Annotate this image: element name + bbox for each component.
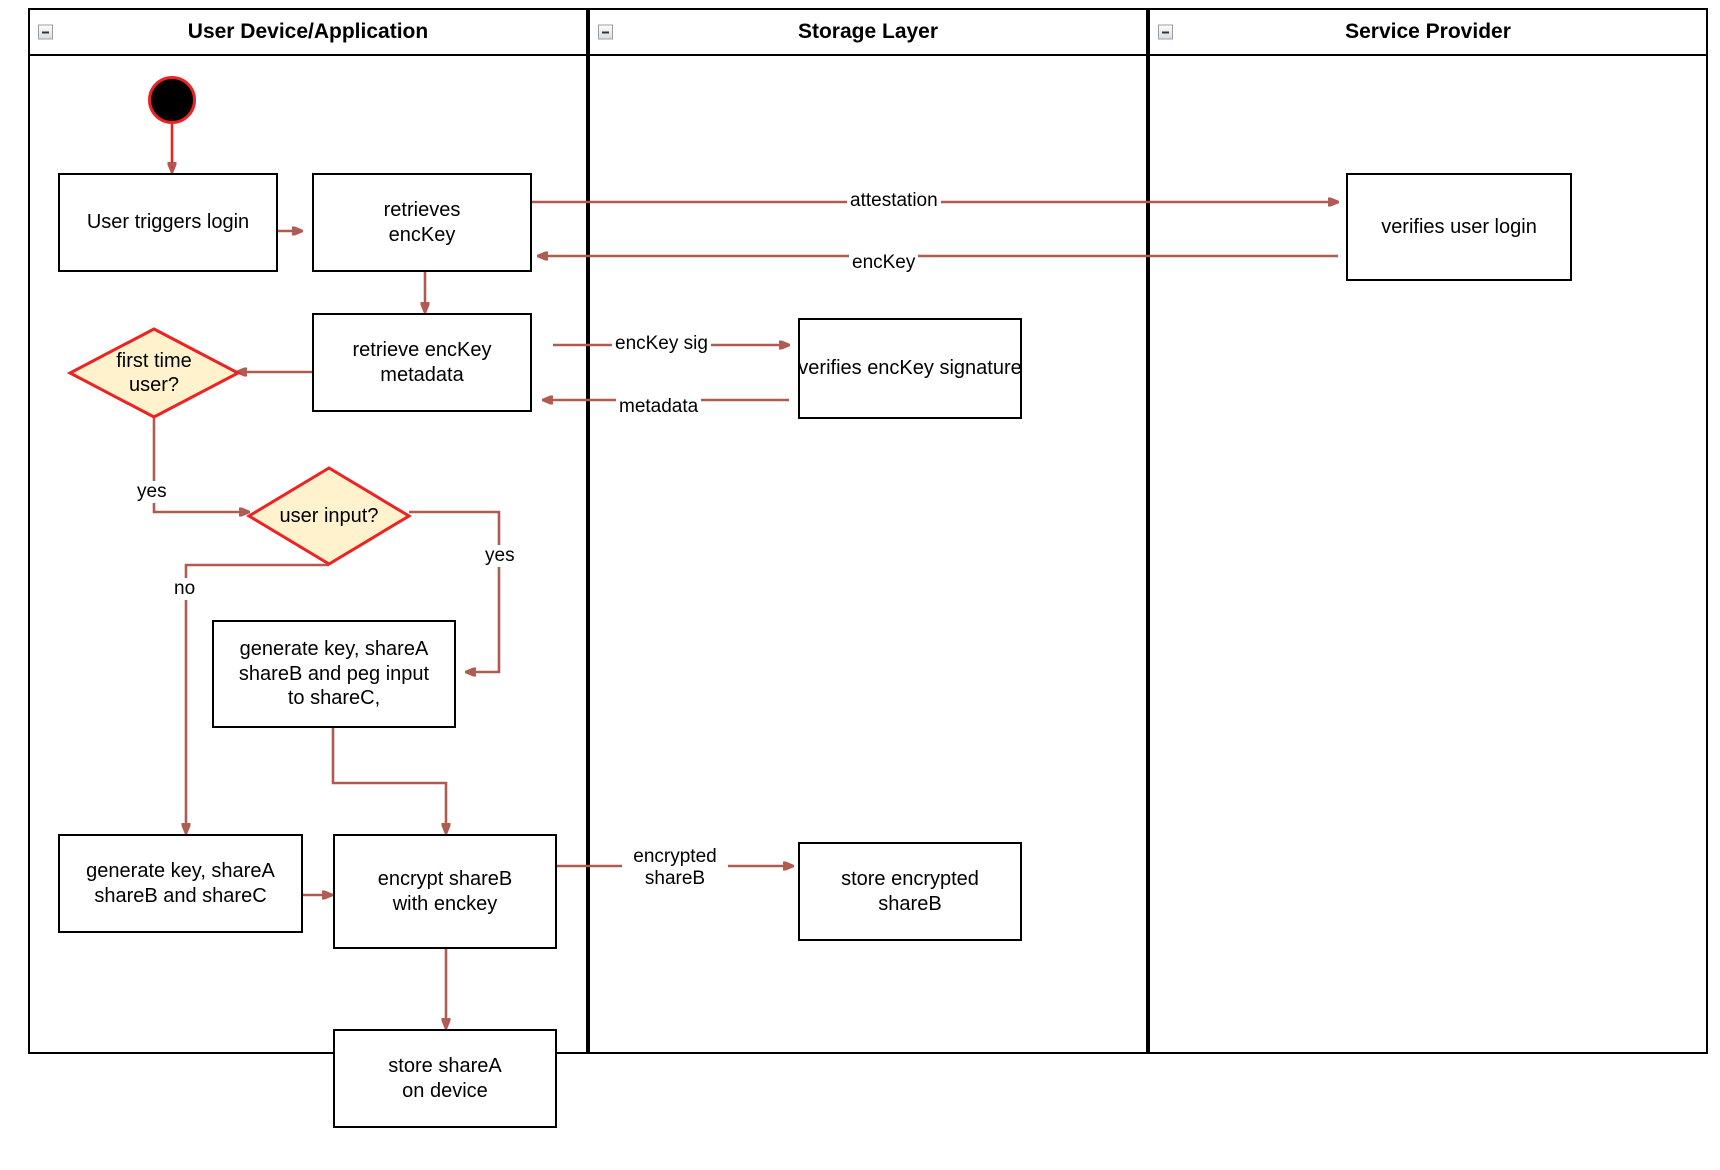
node-first-time-user-label: first time user? [116, 349, 192, 396]
node-user-triggers-login[interactable]: User triggers login [58, 173, 278, 272]
edge-label-enckey-sig: encKey sig [612, 333, 711, 356]
lane-header-storage-layer[interactable]: Storage Layer [590, 10, 1146, 56]
lane-header-service-provider[interactable]: Service Provider [1150, 10, 1706, 56]
edge-label-attestation: attestation [847, 190, 941, 213]
node-user-input-label: user input? [279, 504, 379, 527]
lane-title-user-device: User Device/Application [187, 20, 429, 43]
edge-label-encrypted-shareb: encrypted shareB [622, 846, 728, 891]
lane-header-user-device[interactable]: User Device/Application [30, 10, 586, 56]
edge-label-metadata: metadata [616, 396, 702, 419]
minus-box-icon[interactable] [598, 24, 613, 40]
minus-box-icon[interactable] [1158, 24, 1173, 40]
diamond-shape [66, 327, 242, 419]
lane-service-provider[interactable]: Service Provider [1148, 8, 1708, 1054]
node-retrieves-enckey[interactable]: retrieves encKey [312, 173, 532, 272]
node-store-encrypted-shareb[interactable]: store encrypted shareB [798, 842, 1022, 941]
node-encrypt-shareb[interactable]: encrypt shareB with enckey [333, 834, 557, 949]
edge-label-enckey: encKey [849, 252, 919, 275]
minus-box-icon[interactable] [38, 24, 53, 40]
lane-user-device[interactable]: User Device/Application [28, 8, 588, 1054]
edge-label-first-time-yes: yes [134, 481, 170, 504]
diamond-shape [246, 466, 412, 566]
start-node[interactable] [148, 76, 196, 124]
lane-title-service-provider: Service Provider [1345, 20, 1511, 43]
lane-storage-layer[interactable]: Storage Layer [588, 8, 1148, 1054]
node-first-time-user[interactable]: first time user? [66, 327, 242, 419]
edge-label-user-input-no: no [171, 578, 199, 601]
node-retrieve-enckey-metadata[interactable]: retrieve encKey metadata [312, 313, 532, 412]
node-user-input[interactable]: user input? [246, 466, 412, 566]
node-verifies-enckey-signature[interactable]: verifies encKey signature [798, 318, 1022, 419]
node-generate-shares[interactable]: generate key, shareA shareB and shareC [58, 834, 303, 933]
node-store-sharea[interactable]: store shareA on device [333, 1029, 557, 1128]
lane-title-storage-layer: Storage Layer [797, 20, 939, 43]
node-verifies-user-login[interactable]: verifies user login [1346, 173, 1572, 281]
node-generate-peg[interactable]: generate key, shareA shareB and peg inpu… [212, 620, 456, 728]
edge-label-user-input-yes: yes [482, 545, 518, 568]
